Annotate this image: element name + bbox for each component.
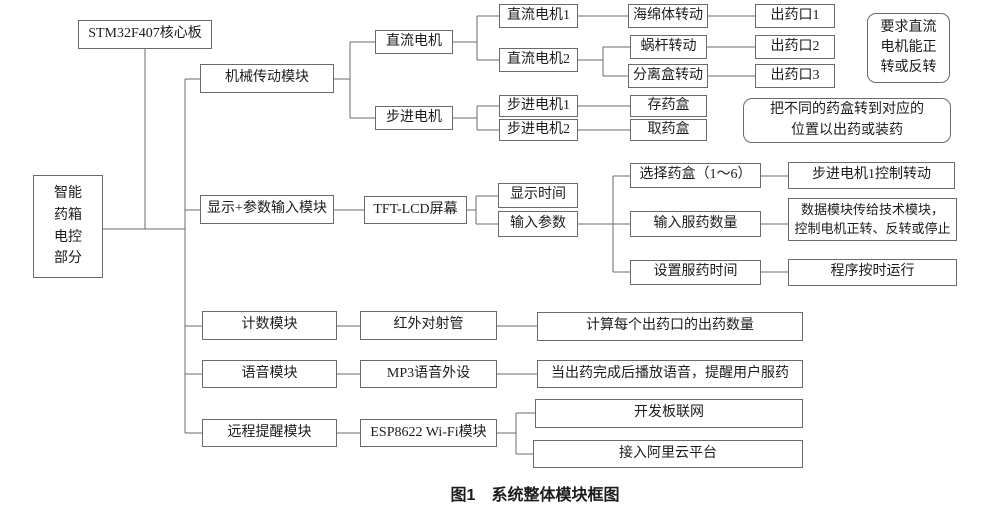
node-separator-rotation-label: 分离盒转动	[633, 67, 703, 83]
node-input-params-label: 输入参数	[510, 215, 566, 231]
node-stepper1-control-label: 步进电机1控制转动	[812, 167, 931, 183]
node-select-box: 选择药盒（1～6）	[630, 163, 761, 188]
node-set-time: 设置服药时间	[630, 260, 761, 285]
node-input-dose-label: 输入服药数量	[653, 215, 738, 231]
node-stepper-motor-2-label: 步进电机2	[507, 121, 570, 137]
node-stepper1-control: 步进电机1控制转动	[788, 162, 955, 189]
note-dc-requirement-line3: 转或反转	[880, 60, 937, 76]
node-control-unit: 智能 药箱 电控 部分	[33, 175, 103, 278]
node-dc-motor-1-label: 直流电机1	[507, 7, 570, 23]
node-remote-module-label: 远程提醒模块	[227, 424, 312, 440]
node-ir-sensor-label: 红外对射管	[393, 317, 464, 333]
node-stepper-motor-group: 步进电机	[375, 106, 453, 130]
node-storage-box: 存药盒	[630, 95, 707, 117]
node-dc-motor-1: 直流电机1	[499, 4, 578, 28]
node-set-time-label: 设置服药时间	[653, 264, 738, 280]
note-box-positioning-line2: 位置以出药或装药	[791, 122, 903, 138]
node-pickup-box: 取药盒	[630, 119, 707, 141]
node-dev-networking: 开发板联网	[535, 399, 803, 428]
node-display-input-module-label: 显示+参数输入模块	[207, 201, 327, 217]
node-input-params: 输入参数	[498, 211, 578, 237]
node-mp3-device: MP3语音外设	[360, 360, 497, 388]
node-worm-rotation: 蜗杆转动	[630, 35, 707, 59]
node-program-run: 程序按时运行	[788, 259, 957, 286]
note-data-transfer: 数据模块传给技术模块， 控制电机正转、反转或停止	[788, 198, 957, 241]
node-outlet-2-label: 出药口2	[770, 38, 820, 54]
node-stepper-motor-group-label: 步进电机	[386, 109, 442, 125]
node-worm-rotation-label: 蜗杆转动	[640, 38, 697, 54]
node-input-dose: 输入服药数量	[630, 211, 761, 237]
node-dev-networking-label: 开发板联网	[634, 405, 704, 421]
node-dc-motor-group-label: 直流电机	[386, 33, 442, 49]
node-count-module-label: 计数模块	[241, 317, 298, 333]
note-box-positioning: 把不同的药盒转到对应的 位置以出药或装药	[743, 98, 951, 143]
node-outlet-1: 出药口1	[755, 4, 835, 28]
node-stepper-motor-1: 步进电机1	[499, 95, 578, 117]
node-stepper-motor-1-label: 步进电机1	[507, 97, 570, 113]
node-outlet-1-label: 出药口1	[770, 7, 820, 23]
note-dc-requirement: 要求直流 电机能正 转或反转	[867, 13, 950, 83]
note-data-transfer-line2: 控制电机正转、反转或停止	[794, 220, 951, 236]
node-pickup-box-label: 取药盒	[647, 121, 690, 137]
figure-caption: 图1 系统整体模块框图	[450, 487, 620, 504]
note-dc-requirement-line1: 要求直流	[880, 19, 937, 35]
note-data-transfer-line1: 数据模块传给技术模块，	[800, 201, 944, 217]
node-aliyun-platform-label: 接入阿里云平台	[619, 445, 717, 461]
node-voice-module: 语音模块	[202, 360, 337, 388]
node-outlet-3-label: 出药口3	[770, 67, 820, 83]
node-aliyun-platform: 接入阿里云平台	[533, 440, 803, 468]
node-select-box-label: 选择药盒（1～6）	[639, 167, 752, 183]
node-remote-module: 远程提醒模块	[202, 419, 337, 447]
node-tft-lcd-label: TFT-LCD屏幕	[373, 201, 458, 217]
node-control-unit-line2: 药箱	[54, 207, 82, 223]
node-program-run-label: 程序按时运行	[830, 264, 915, 280]
node-storage-box-label: 存药盒	[647, 97, 690, 113]
note-count-output-label: 计算每个出药口的出药数量	[586, 318, 754, 334]
note-box-positioning-line1: 把不同的药盒转到对应的	[770, 102, 924, 118]
connectors	[103, 15, 788, 455]
node-control-unit-line1: 智能	[54, 186, 82, 202]
node-control-unit-line3: 电控	[54, 229, 82, 245]
node-dc-motor-2-label: 直流电机2	[507, 51, 570, 67]
note-voice-remind: 当出药完成后播放语音，提醒用户服药	[537, 360, 803, 388]
node-mp3-device-label: MP3语音外设	[386, 365, 471, 381]
node-esp-wifi-label: ESP8622 Wi-Fi模块	[370, 424, 487, 440]
node-tft-lcd: TFT-LCD屏幕	[364, 196, 467, 224]
node-show-time-label: 显示时间	[510, 187, 566, 203]
note-dc-requirement-line2: 电机能正	[880, 39, 937, 55]
node-voice-module-label: 语音模块	[241, 365, 298, 381]
node-count-module: 计数模块	[202, 311, 337, 340]
node-display-input-module: 显示+参数输入模块	[200, 195, 334, 224]
node-stm32-core-board: STM32F407核心板	[78, 20, 212, 49]
node-separator-rotation: 分离盒转动	[628, 64, 708, 88]
node-esp-wifi: ESP8622 Wi-Fi模块	[360, 419, 497, 447]
node-show-time: 显示时间	[498, 183, 578, 208]
note-count-output: 计算每个出药口的出药数量	[537, 312, 803, 341]
node-ir-sensor: 红外对射管	[360, 311, 497, 340]
node-sponge-rotation: 海绵体转动	[628, 4, 708, 28]
node-control-unit-line4: 部分	[54, 251, 82, 267]
node-sponge-rotation-label: 海绵体转动	[633, 7, 703, 23]
node-stepper-motor-2: 步进电机2	[499, 119, 578, 141]
node-mechanical-module-label: 机械传动模块	[225, 70, 309, 86]
node-stm32-label: STM32F407核心板	[88, 26, 202, 42]
note-voice-remind-label: 当出药完成后播放语音，提醒用户服药	[551, 365, 789, 381]
node-mechanical-module: 机械传动模块	[200, 64, 334, 93]
node-outlet-2: 出药口2	[755, 35, 835, 59]
node-outlet-3: 出药口3	[755, 64, 835, 88]
node-dc-motor-2: 直流电机2	[499, 48, 578, 72]
node-dc-motor-group: 直流电机	[375, 30, 453, 54]
